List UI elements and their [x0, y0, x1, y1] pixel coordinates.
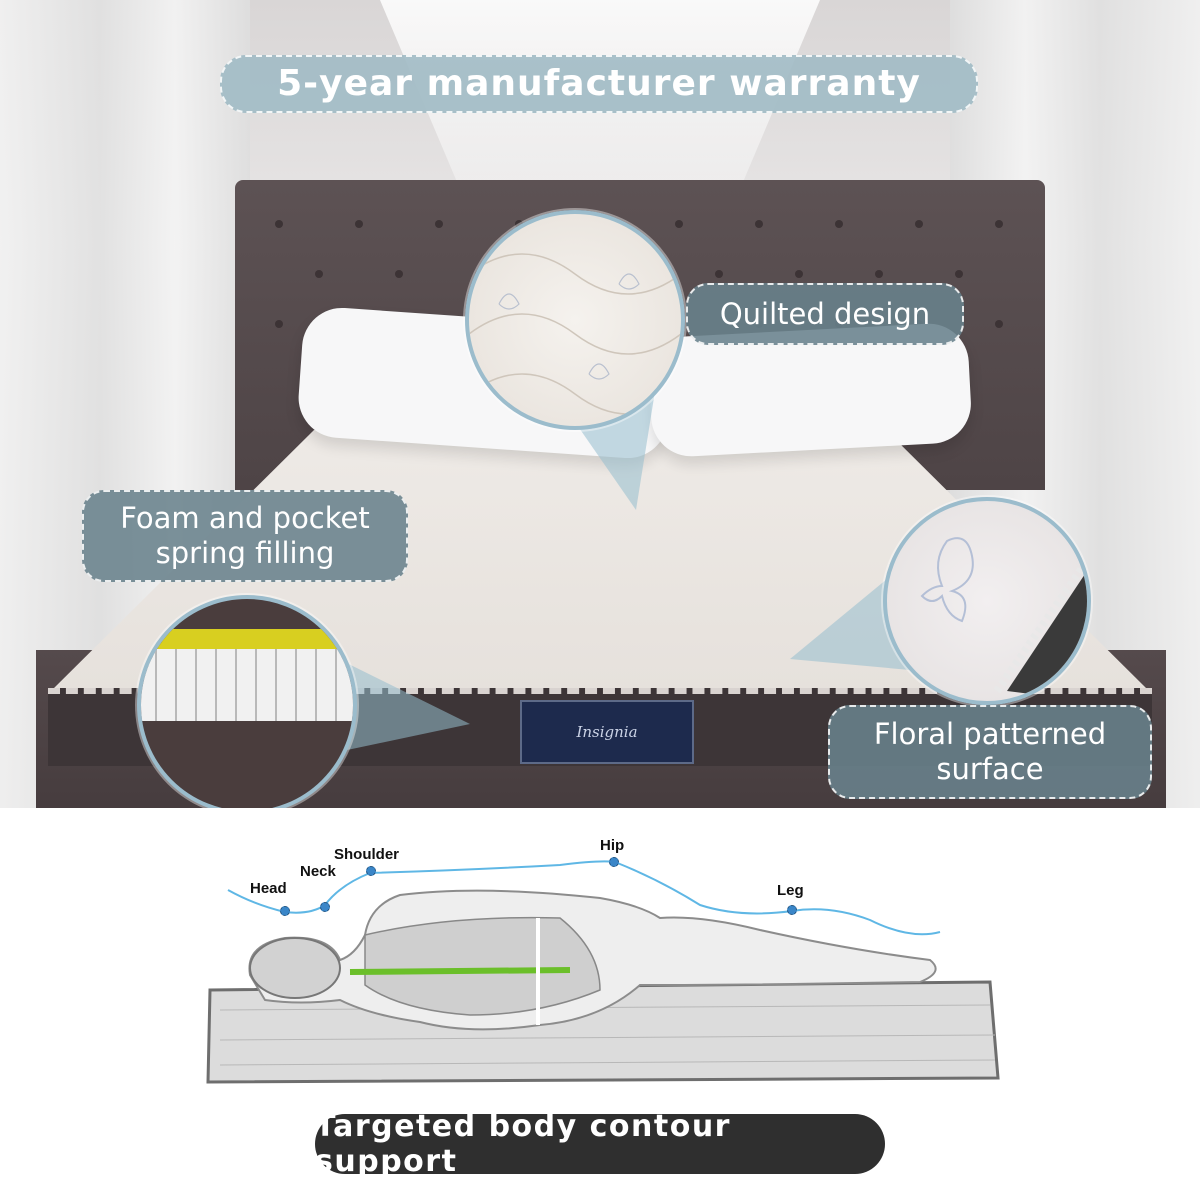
shoulder-point: [366, 866, 376, 876]
head-point: [280, 906, 290, 916]
leg-point: [787, 905, 797, 915]
neck-label: Neck: [300, 863, 336, 880]
torso-shading: [364, 916, 601, 1016]
foam-label-line1: Foam and pocket: [120, 501, 370, 536]
head-shape: [249, 937, 341, 999]
floral-zoom-circle: [883, 497, 1091, 705]
spine-marker: [349, 967, 571, 975]
floral-label-line2: surface: [936, 752, 1044, 786]
spring-zoom-circle: [137, 595, 357, 808]
contour-line: [227, 860, 941, 936]
warranty-banner: 5-year manufacturer warranty: [220, 55, 978, 113]
neck-point: [320, 902, 330, 912]
foam-label-line2: spring filling: [155, 536, 335, 570]
body-contour-diagram: [206, 860, 1000, 1084]
head-label: Head: [250, 880, 287, 897]
floral-label-line1: Floral patterned: [873, 717, 1107, 752]
quilted-design-label: Quilted design: [686, 283, 964, 345]
bedroom-photo: Insignia: [0, 0, 1200, 808]
shoulder-label: Shoulder: [334, 846, 400, 863]
quilted-zoom-circle: [465, 210, 685, 430]
floral-surface-label: Floral patterned surface: [828, 705, 1152, 799]
foam-spring-label: Foam and pocket spring filling: [82, 490, 408, 582]
hip-label: Hip: [600, 837, 625, 854]
leg-label: Leg: [777, 882, 804, 899]
contour-support-caption: Targeted body contour support: [315, 1109, 885, 1179]
hip-point: [609, 857, 619, 867]
brand-label: Insignia: [520, 700, 694, 764]
